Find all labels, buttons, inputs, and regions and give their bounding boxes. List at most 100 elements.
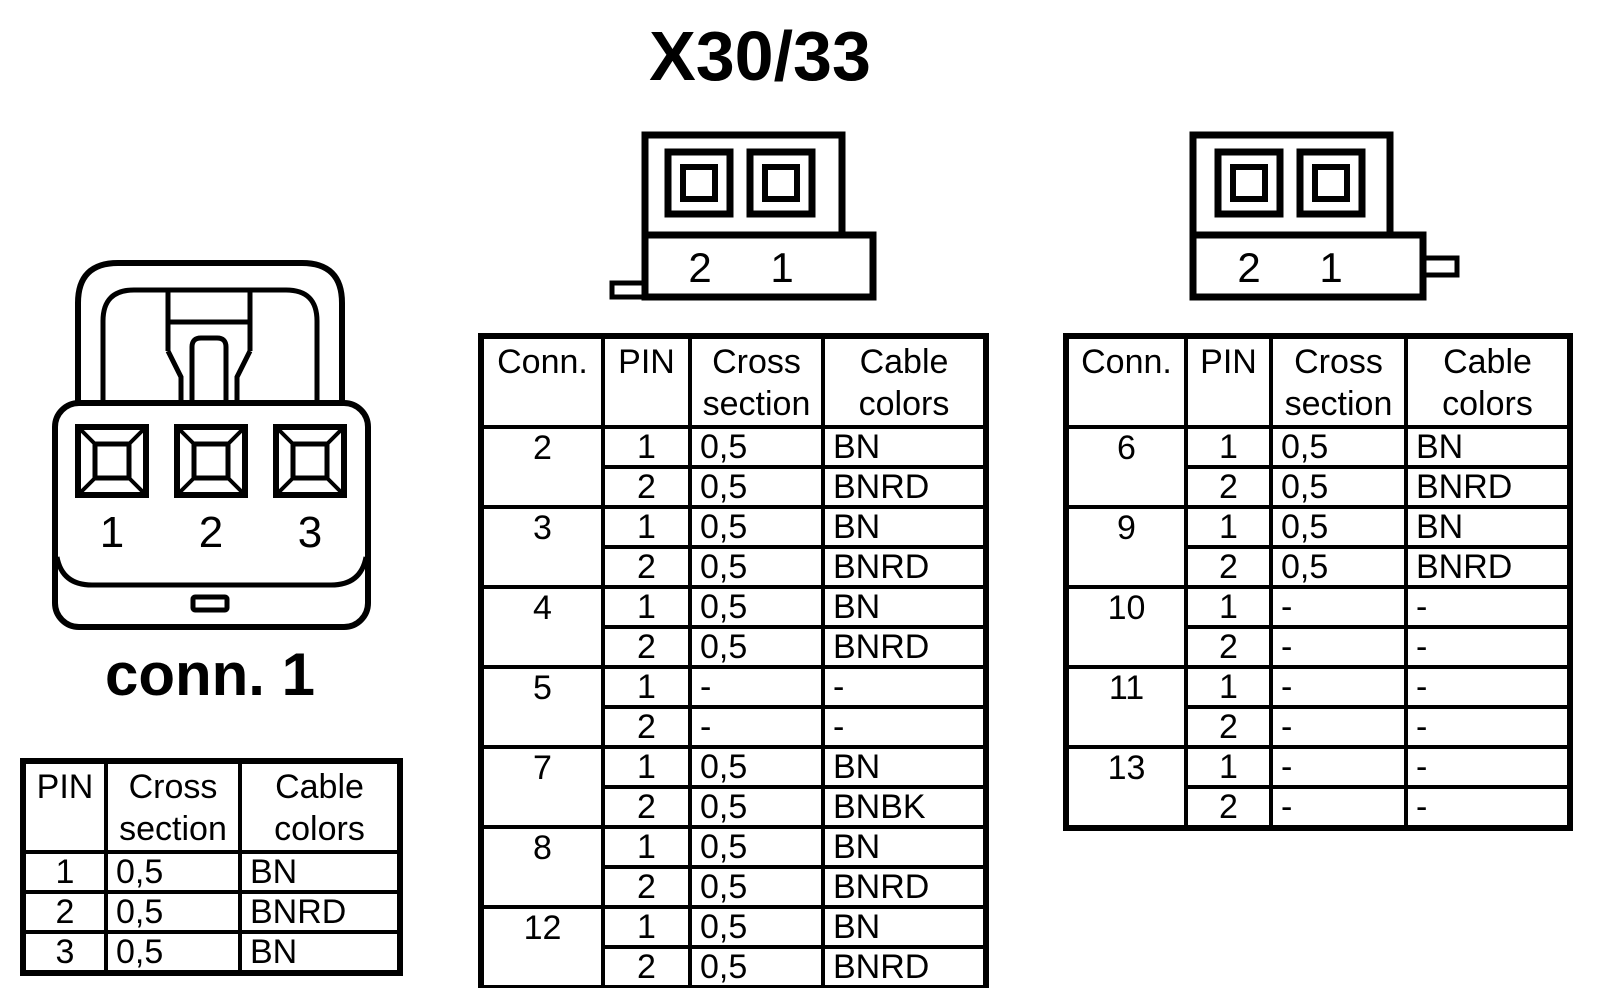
cell-conn: 3 bbox=[479, 505, 605, 589]
pin-number-label: 1 bbox=[770, 244, 793, 291]
cell-pin: 1 bbox=[601, 825, 692, 869]
cell-pin: 1 bbox=[601, 425, 692, 469]
cell-cross-section: - bbox=[1269, 625, 1408, 669]
cell-cable-color: BNRD bbox=[238, 890, 402, 934]
cell-pin: 2 bbox=[1184, 465, 1273, 509]
cell-cross-section: 0,5 bbox=[688, 585, 825, 629]
pin-socket-1 bbox=[1296, 148, 1366, 218]
cell-cable-color: BN bbox=[821, 585, 988, 629]
table-row: 3 0,5 BN bbox=[21, 930, 402, 975]
cell-cable-color: BN bbox=[821, 745, 988, 789]
cell-cross-section: - bbox=[1269, 745, 1408, 789]
col-header-cable-colors: Cable colors bbox=[821, 334, 988, 429]
col-header-cable-colors: Cable colors bbox=[1404, 334, 1572, 429]
table-row: 2 0,5 BNRD bbox=[1066, 465, 1572, 509]
cell-conn: 10 bbox=[1064, 585, 1188, 669]
cell-conn: 11 bbox=[1064, 665, 1188, 749]
cell-cross-section: - bbox=[688, 705, 825, 749]
cell-pin: 1 bbox=[21, 850, 108, 894]
cell-cable-color: BN bbox=[1404, 505, 1572, 549]
col-header-cross-section: Cross section bbox=[104, 759, 242, 854]
cell-cable-color: BN bbox=[238, 850, 402, 894]
cell-pin: 1 bbox=[601, 745, 692, 789]
cell-cable-color: BN bbox=[821, 825, 988, 869]
middle-conn-table: Conn. PIN Cross section Cable colors 2 1… bbox=[478, 333, 989, 988]
cell-cable-color: BNRD bbox=[1404, 545, 1572, 589]
table-row: 2 0,5 BNRD bbox=[481, 865, 988, 909]
pin-number-label: 2 bbox=[688, 244, 711, 291]
cell-cross-section: 0,5 bbox=[104, 930, 242, 975]
cell-conn: 7 bbox=[479, 745, 605, 829]
cell-cable-color: BN bbox=[1404, 425, 1572, 469]
table-row: 4 1 0,5 BN bbox=[479, 585, 988, 669]
table-row: 12 1 0,5 BN bbox=[479, 905, 988, 988]
middle-connector-drawing: 2 1 bbox=[609, 131, 877, 301]
cell-cross-section: 0,5 bbox=[1269, 425, 1408, 469]
pin-socket-1 bbox=[75, 424, 149, 498]
cell-cable-color: BN bbox=[821, 425, 988, 469]
table-row: 8 1 0,5 BN bbox=[479, 825, 988, 909]
cell-cable-color: BNBK bbox=[821, 785, 988, 829]
cell-cross-section: 0,5 bbox=[688, 865, 825, 909]
cell-cross-section: 0,5 bbox=[688, 425, 825, 469]
cell-cross-section: 0,5 bbox=[688, 625, 825, 669]
cell-pin: 2 bbox=[601, 865, 692, 909]
mount-tab bbox=[1420, 255, 1460, 278]
cell-cross-section: 0,5 bbox=[688, 745, 825, 789]
table-row: 7 1 0,5 BN bbox=[479, 745, 988, 829]
cell-cable-color: BNRD bbox=[821, 625, 988, 669]
cell-pin: 1 bbox=[1184, 425, 1273, 469]
col-header-pin: PIN bbox=[601, 334, 692, 429]
col-header-conn: Conn. bbox=[1064, 334, 1188, 429]
connector-body bbox=[609, 131, 877, 301]
latch bbox=[75, 260, 345, 403]
cell-conn: 5 bbox=[479, 665, 605, 749]
cell-cable-color: BN bbox=[238, 930, 402, 975]
cell-pin: 2 bbox=[601, 545, 692, 589]
cell-conn: 12 bbox=[479, 905, 605, 988]
right-conn-table: Conn. PIN Cross section Cable colors 6 1… bbox=[1063, 333, 1573, 831]
table-row: 11 1 - - bbox=[1064, 665, 1572, 749]
table-row: 1 0,5 BN bbox=[21, 850, 402, 894]
key-slot bbox=[190, 594, 230, 613]
cell-cross-section: 0,5 bbox=[104, 850, 242, 894]
cell-cable-color: BNRD bbox=[821, 945, 988, 988]
cell-pin: 1 bbox=[1184, 665, 1273, 709]
pin-number-label: 2 bbox=[1237, 244, 1260, 291]
cell-pin: 2 bbox=[601, 625, 692, 669]
cell-pin: 2 bbox=[1184, 785, 1273, 830]
table-row: 6 1 0,5 BN bbox=[1064, 425, 1572, 509]
cell-cable-color: - bbox=[1404, 665, 1572, 709]
mount-tab bbox=[609, 280, 648, 300]
cell-pin: 2 bbox=[601, 785, 692, 829]
cell-pin: 1 bbox=[601, 585, 692, 629]
pin-socket-1 bbox=[746, 148, 816, 218]
cell-cable-color: - bbox=[1404, 625, 1572, 669]
table-row: 2 0,5 BNBK bbox=[481, 785, 988, 829]
table-row: 2 - - bbox=[1066, 785, 1572, 830]
cell-cable-color: BN bbox=[821, 505, 988, 549]
pin-number-label: 1 bbox=[1319, 244, 1342, 291]
cell-cross-section: 0,5 bbox=[1269, 465, 1408, 509]
cell-pin: 2 bbox=[601, 705, 692, 749]
pin-socket-3 bbox=[273, 424, 347, 498]
cell-pin: 3 bbox=[21, 930, 108, 975]
cell-pin: 2 bbox=[21, 890, 108, 934]
cell-cable-color: - bbox=[821, 665, 988, 709]
cell-cross-section: 0,5 bbox=[688, 825, 825, 869]
cell-pin: 2 bbox=[601, 465, 692, 509]
cell-cable-color: BN bbox=[821, 905, 988, 949]
pin-socket-2 bbox=[1214, 148, 1284, 218]
connector-body bbox=[52, 400, 371, 630]
connector-body bbox=[1189, 131, 1460, 301]
cell-pin: 1 bbox=[601, 665, 692, 709]
cell-pin: 2 bbox=[1184, 545, 1273, 589]
table-row: 2 0,5 BNRD bbox=[481, 625, 988, 669]
cell-cable-color: - bbox=[1404, 745, 1572, 789]
cell-pin: 1 bbox=[1184, 745, 1273, 789]
cell-cross-section: - bbox=[1269, 705, 1408, 749]
cell-cross-section: 0,5 bbox=[688, 945, 825, 988]
cell-cross-section: 0,5 bbox=[688, 505, 825, 549]
cell-pin: 2 bbox=[601, 945, 692, 988]
